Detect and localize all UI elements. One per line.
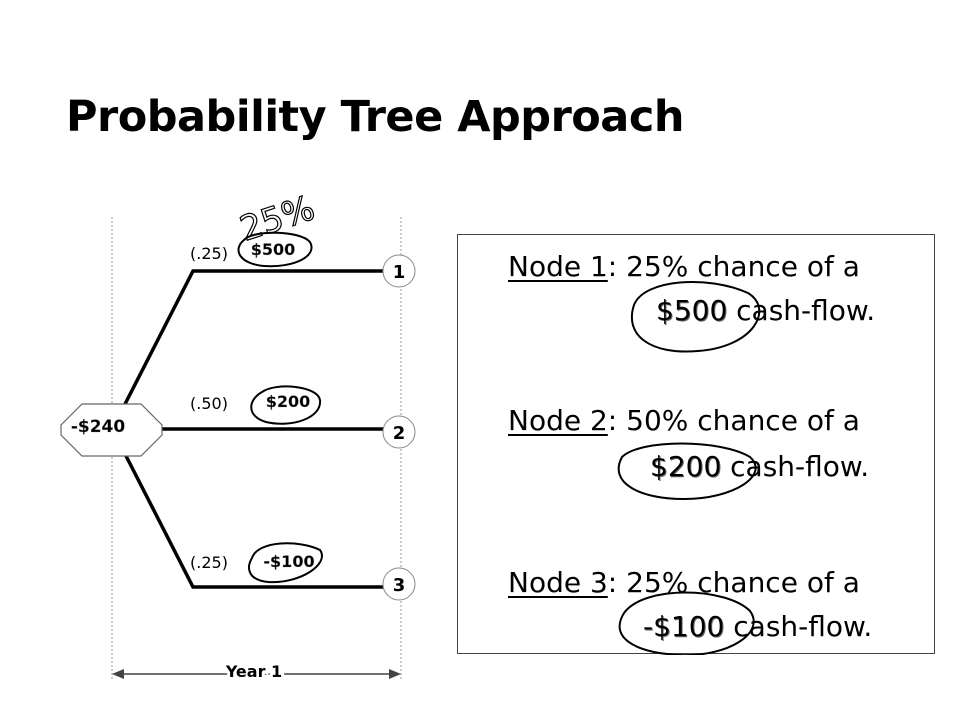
summary-node-2-line2: $200 cash-flow. bbox=[650, 445, 869, 489]
handdrawn-circle-neg100 bbox=[248, 542, 323, 584]
summary-annotations bbox=[617, 280, 761, 655]
summary-node-3: Node 3: 25% chance of a bbox=[508, 561, 860, 605]
summary-node-3-text: : 25% chance of a bbox=[607, 566, 860, 599]
node-2-number: 2 bbox=[393, 423, 406, 444]
branch-3-probability: (.25) bbox=[190, 553, 228, 572]
summary-circle-500 bbox=[631, 280, 761, 353]
node-1: 1 bbox=[382, 254, 416, 288]
summary-node-1-label: Node 1 bbox=[508, 250, 608, 283]
branch-1-cashflow: $500 bbox=[251, 240, 296, 259]
branch-1 bbox=[120, 269, 398, 411]
branch-1-probability: (.25) bbox=[190, 244, 228, 263]
year-axis-right-arrow bbox=[389, 669, 401, 679]
summary-node-2: Node 2: 50% chance of a bbox=[508, 399, 860, 443]
summary-circle-200 bbox=[617, 442, 757, 501]
summary-node-1: Node 1: 25% chance of a bbox=[508, 245, 860, 289]
summary-node-1-text: : 25% chance of a bbox=[607, 250, 860, 283]
summary-node-2-amount: $200 bbox=[650, 450, 722, 483]
root-node-shape bbox=[60, 403, 163, 457]
year-axis-left-arrow bbox=[112, 669, 124, 679]
summary-node-1-amount: $500 bbox=[656, 294, 728, 327]
node-3: 3 bbox=[382, 567, 416, 601]
node-2: 2 bbox=[382, 415, 416, 449]
summary-node-3-label: Node 3 bbox=[508, 566, 608, 599]
summary-node-3-line2: -$100 cash-flow. bbox=[643, 605, 872, 649]
summary-box: Node 1: 25% chance of a $500 cash-flow. … bbox=[457, 234, 935, 655]
branch-2-cashflow: $200 bbox=[266, 392, 311, 411]
page-title: Probability Tree Approach bbox=[66, 92, 684, 142]
root-value: -$240 bbox=[71, 417, 126, 437]
branch-3-cashflow: -$100 bbox=[263, 552, 314, 571]
handdrawn-circle-500 bbox=[237, 231, 313, 268]
summary-circle-neg100 bbox=[618, 591, 755, 655]
summary-node-2-label: Node 2 bbox=[508, 404, 608, 437]
summary-node-2-text: : 50% chance of a bbox=[607, 404, 860, 437]
summary-node-3-tail: cash-flow. bbox=[724, 610, 873, 643]
node-3-number: 3 bbox=[393, 575, 406, 596]
summary-node-3-amount: -$100 bbox=[643, 610, 725, 643]
node-1-number: 1 bbox=[393, 262, 406, 283]
branch-2-probability: (.50) bbox=[190, 394, 228, 413]
summary-node-2-tail: cash-flow. bbox=[721, 450, 870, 483]
branch-3 bbox=[120, 447, 398, 589]
year-axis-label: Year 1 bbox=[225, 662, 282, 681]
handdrawn-circle-200 bbox=[250, 385, 322, 425]
